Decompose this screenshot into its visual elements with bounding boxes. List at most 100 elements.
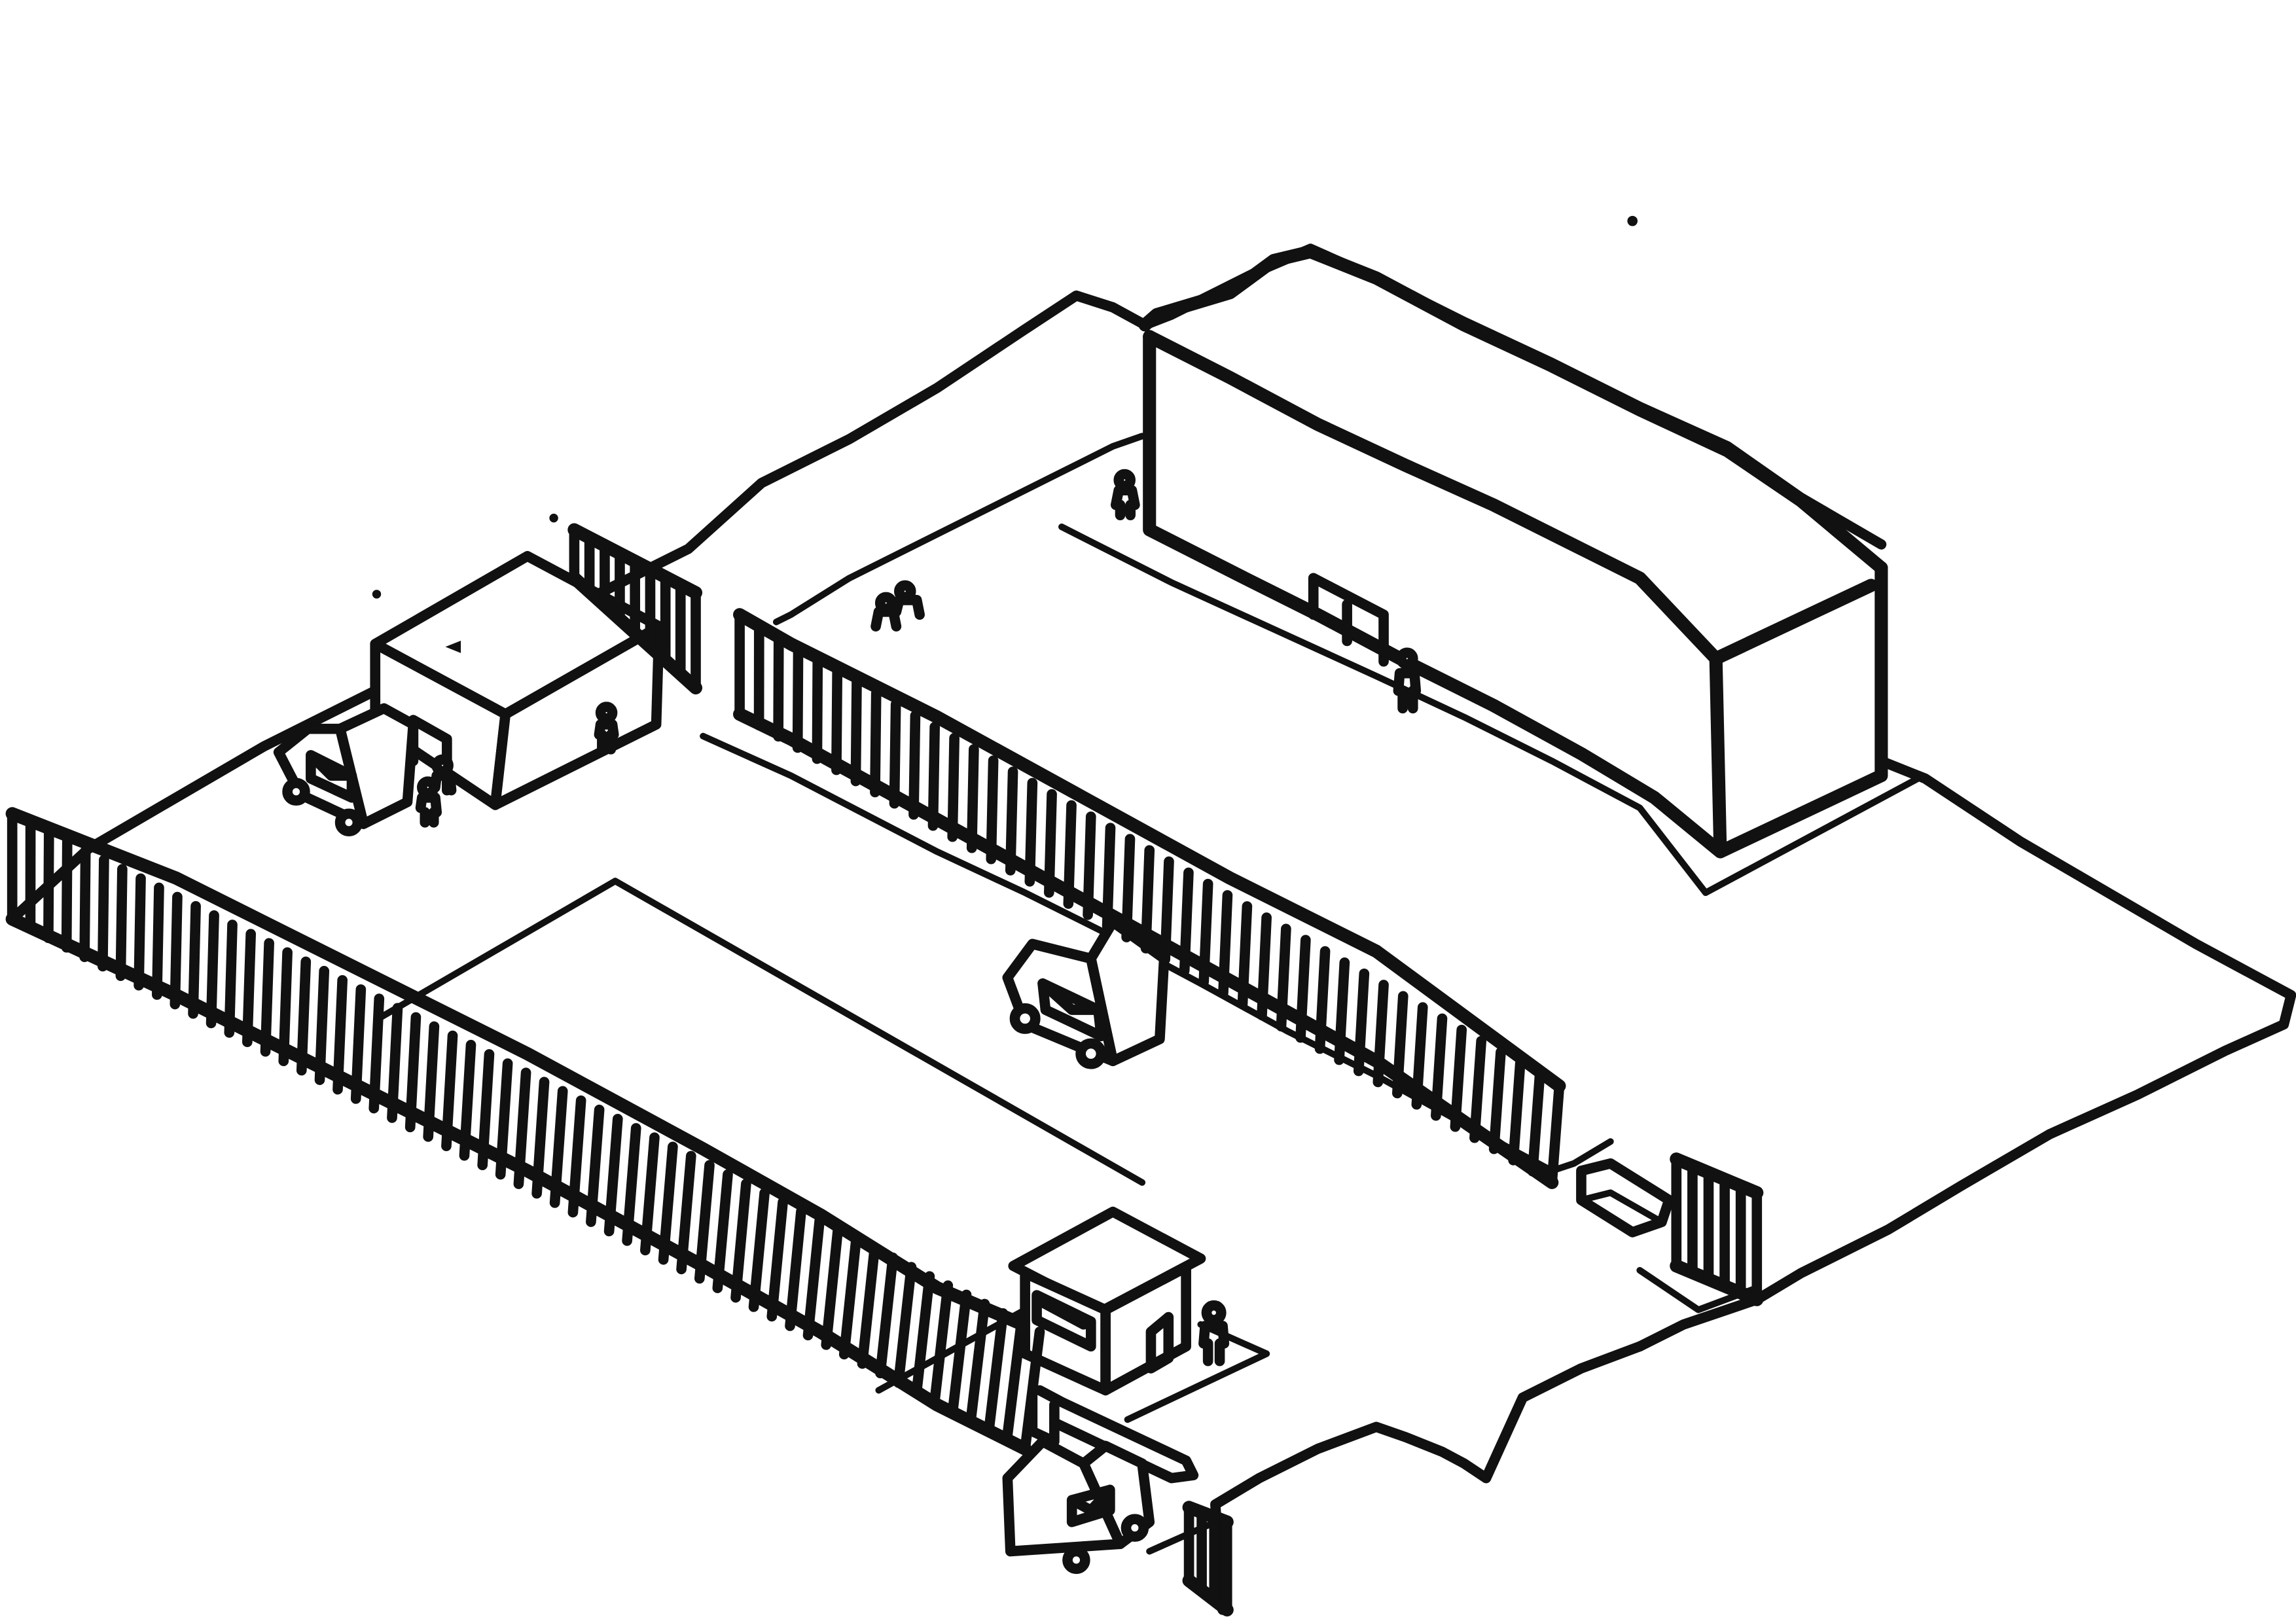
fence-center-picket — [1218, 890, 1233, 999]
van-entrance-envelope-icon — [1066, 1484, 1115, 1527]
fence-west-picket — [694, 1160, 715, 1284]
fence-west-picket — [98, 855, 109, 972]
fence-center-picket — [1527, 1069, 1545, 1177]
fence-west-picket — [965, 1298, 990, 1426]
fence-west-picket — [766, 1197, 788, 1322]
fence-center-picket — [1179, 867, 1194, 976]
person-warehouse-corner — [1110, 469, 1140, 520]
person-shed-head-icon — [595, 702, 618, 724]
fence-west-picket — [495, 1058, 513, 1180]
fence-center-picket — [1488, 1047, 1506, 1154]
fence-west-picket — [332, 975, 348, 1095]
fence-center-picket — [1257, 912, 1272, 1021]
guard-booth — [1008, 1206, 1230, 1396]
shed-window-mark — [445, 640, 461, 653]
van-center-wheel-rear-icon — [1075, 1038, 1107, 1069]
fence-center-top-rail — [733, 608, 1566, 1093]
fence-west-picket — [152, 882, 164, 1000]
warehouse-roof-front — [1143, 330, 1878, 666]
fence-center-picket — [1411, 1002, 1428, 1110]
fence-center-picket — [1083, 812, 1096, 920]
fence-center-picket — [1353, 968, 1370, 1077]
fence-west-picket — [513, 1067, 531, 1189]
fence-west-picket — [441, 1030, 458, 1152]
entrance-gate — [1182, 1501, 1234, 1616]
fence-west-picket — [748, 1188, 770, 1312]
stray-dot-shed — [549, 513, 558, 523]
booth-side-wall — [1100, 1262, 1191, 1396]
fence-west-picket — [423, 1021, 440, 1142]
fence-west-picket — [170, 891, 183, 1010]
fence-west-picket — [622, 1123, 641, 1246]
fence-west-picket — [838, 1234, 861, 1360]
fence-west-picket — [188, 901, 201, 1019]
fence-center-picket — [1121, 834, 1136, 942]
van-entrance-wheel-rear-icon — [1121, 1514, 1149, 1542]
booth-door — [1145, 1311, 1174, 1374]
fence-west-picket — [1020, 1327, 1045, 1454]
fence-center-picket — [1140, 845, 1155, 954]
ground-east-edge — [1634, 756, 2296, 1352]
warehouse-roof-back — [1138, 245, 1888, 575]
person-shed — [594, 702, 619, 755]
fence-west-picket — [911, 1271, 935, 1397]
fence-center-picket — [773, 632, 784, 742]
fence-west-picket — [586, 1104, 605, 1227]
fence-west-picket — [531, 1077, 550, 1199]
person-warehouse-body-icon — [1393, 668, 1422, 714]
barrier-block-edge — [1577, 1189, 1665, 1226]
fence-center-picket — [1024, 777, 1038, 887]
fence-west-picket — [549, 1086, 568, 1208]
fence-west-picket — [785, 1206, 806, 1331]
van-center-wheel-front-icon — [1009, 1003, 1041, 1034]
fence-center-picket — [1508, 1058, 1526, 1166]
van-shed-wheel-rear-icon — [334, 808, 363, 837]
warehouse-front-ground — [772, 433, 1146, 626]
fence-west-picket — [224, 919, 238, 1038]
fence-center-picket — [831, 666, 843, 776]
person-corner-body-icon — [1110, 485, 1140, 520]
fence-center-picket — [850, 677, 862, 787]
fence-west-picket — [712, 1169, 733, 1293]
fence-center-picket — [1198, 878, 1213, 988]
person-pair-bodies-icon — [415, 770, 457, 828]
fence-center-picket — [1372, 980, 1389, 1088]
stray-dot-sky — [1627, 215, 1638, 226]
person-warehouse-head-icon — [1396, 647, 1418, 670]
ground-south-edge — [1210, 1341, 1645, 1615]
fence-west-picket — [857, 1243, 880, 1369]
fence-west-picket — [676, 1150, 696, 1275]
fence-west-picket — [115, 864, 128, 981]
warehouse-apron — [1058, 524, 1922, 897]
fence-west-picket — [658, 1141, 678, 1265]
fence-pickets — [7, 524, 1763, 1615]
fence-center-picket — [889, 699, 901, 809]
van-center-envelope-icon — [1037, 978, 1107, 1042]
fence-west-picket — [947, 1289, 972, 1416]
fence-center-picket — [1102, 823, 1116, 931]
fence-west-picket — [567, 1095, 586, 1218]
person-guard — [1198, 1300, 1230, 1366]
fence-west-picket — [893, 1262, 917, 1388]
person-shed-body-icon — [594, 719, 619, 755]
person-pair-head-a-icon — [431, 754, 454, 777]
fence-center-picket — [1063, 800, 1077, 909]
warehouse — [1138, 245, 1888, 859]
barrier-block — [1576, 1158, 1674, 1238]
fence-center-picket — [1334, 957, 1350, 1065]
shed-side-wall — [490, 621, 664, 810]
fence-west-picket — [387, 1003, 403, 1123]
fence-center-picket — [1005, 766, 1018, 876]
fence-west-picket — [929, 1280, 954, 1407]
fence-west-picket — [296, 956, 312, 1076]
van-entrance — [1002, 1436, 1155, 1575]
fence-west-picket — [206, 910, 219, 1029]
fence-west-picket — [260, 938, 274, 1057]
fence-center-picket — [1160, 856, 1174, 965]
fence-west-picket — [802, 1215, 825, 1341]
fence-west-picket — [603, 1114, 623, 1237]
van-shed-wheel-front-icon — [282, 777, 310, 806]
person-guard-body-icon — [1198, 1321, 1230, 1366]
fence-west-picket — [368, 993, 385, 1114]
